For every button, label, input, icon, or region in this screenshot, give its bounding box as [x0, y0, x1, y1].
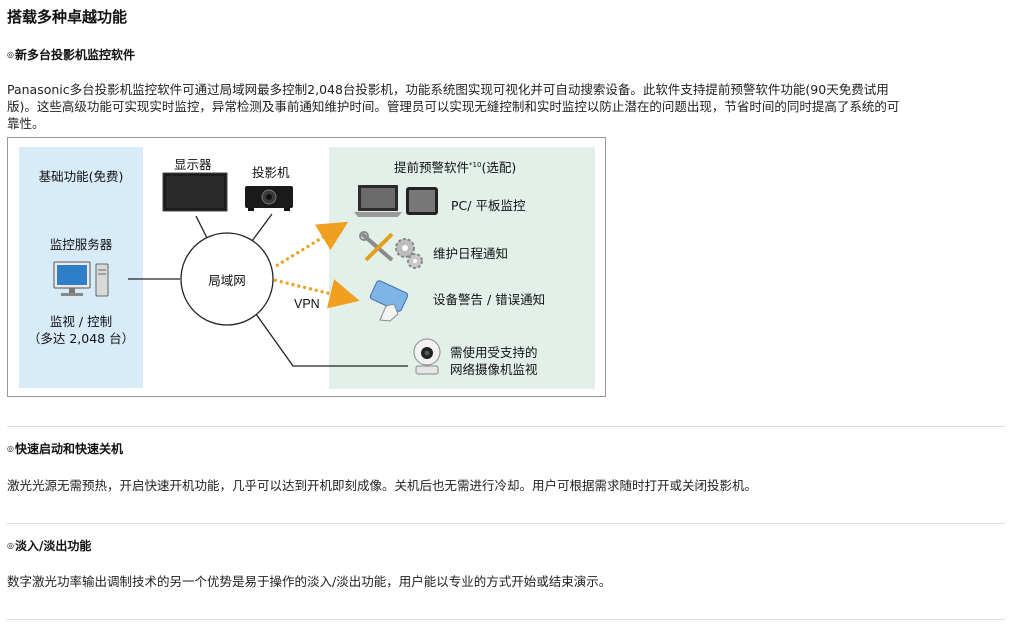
section-heading-text: 快速启动和快速关机: [14, 442, 123, 456]
control-count: （多达 2,048 台）: [27, 331, 135, 346]
section-paragraph-monitoring: Panasonic多台投影机监控软件可通过局域网最多控制2,048台投影机，功能…: [7, 81, 1007, 132]
touch-device-icon: [369, 280, 409, 322]
basic-function-title: 基础功能(免费): [38, 169, 124, 184]
maintenance-label: 维护日程通知: [433, 246, 509, 261]
section-heading-text: 新多台投影机监控软件: [14, 48, 135, 62]
alert-label: 设备警告 / 错误通知: [433, 292, 546, 307]
page-title: 搭载多种卓越功能: [7, 8, 128, 26]
bullet-icon: ◎: [7, 50, 14, 59]
monitor-icon: [162, 172, 228, 212]
section-paragraph-fade: 数字激光功率输出调制技术的另一个优势是易于操作的淡入/淡出功能，用户能以专业的方…: [7, 574, 612, 589]
paragraph-line: Panasonic多台投影机监控软件可通过局域网最多控制2,048台投影机，功能…: [7, 82, 889, 97]
system-diagram: 基础功能(免费) 监控服务器 监视 / 控制 （多达 2,048 台） 显示器 …: [7, 137, 606, 397]
early-warning-title: 提前预警软件*10(选配): [394, 157, 516, 176]
camera-label-2: 网络摄像机监视: [450, 362, 538, 377]
tools-icon: [359, 231, 394, 262]
section-divider: [7, 619, 1005, 620]
section-heading-fade: ◎ 淡入/淡出功能: [7, 537, 91, 554]
section-heading-monitoring: ◎ 新多台投影机监控软件: [7, 46, 135, 63]
pc-tablet-label: PC/ 平板监控: [451, 198, 526, 213]
early-warning-title-text: 提前预警软件: [394, 160, 470, 175]
server-computer-icon: [53, 261, 109, 297]
tablet-icon: [406, 187, 438, 215]
paragraph-line: 靠性。: [7, 116, 45, 131]
vpn-label: VPN: [294, 297, 320, 311]
footnote-marker: *10: [469, 160, 482, 169]
network-camera-icon: [413, 338, 441, 375]
section-heading-quick-start: ◎ 快速启动和快速关机: [7, 440, 123, 457]
projector-icon: [245, 186, 293, 211]
section-paragraph-quick-start: 激光光源无需预热，开启快速开机功能，几乎可以达到开机即刻成像。关机后也无需进行冷…: [7, 478, 758, 493]
section-heading-text: 淡入/淡出功能: [14, 539, 92, 553]
camera-label-1: 需使用受支持的: [450, 345, 538, 360]
section-divider: [7, 426, 1005, 427]
early-warning-optional: (选配): [481, 160, 517, 175]
bullet-icon: ◎: [7, 444, 14, 453]
gears-icon: [395, 238, 423, 269]
bullet-icon: ◎: [7, 541, 14, 550]
section-divider: [7, 523, 1005, 524]
display-label: 显示器: [174, 157, 212, 172]
projector-label: 投影机: [252, 165, 290, 180]
server-label: 监控服务器: [49, 237, 113, 252]
network-lines: [128, 213, 408, 367]
lan-label: 局域网: [208, 273, 246, 288]
paragraph-line: 版)。这些高级功能可实现实时监控，异常检测及事前通知维护时间。管理员可以实现无缝…: [7, 99, 900, 114]
pc-icon: [354, 185, 402, 217]
control-label: 监视 / 控制: [49, 314, 113, 329]
